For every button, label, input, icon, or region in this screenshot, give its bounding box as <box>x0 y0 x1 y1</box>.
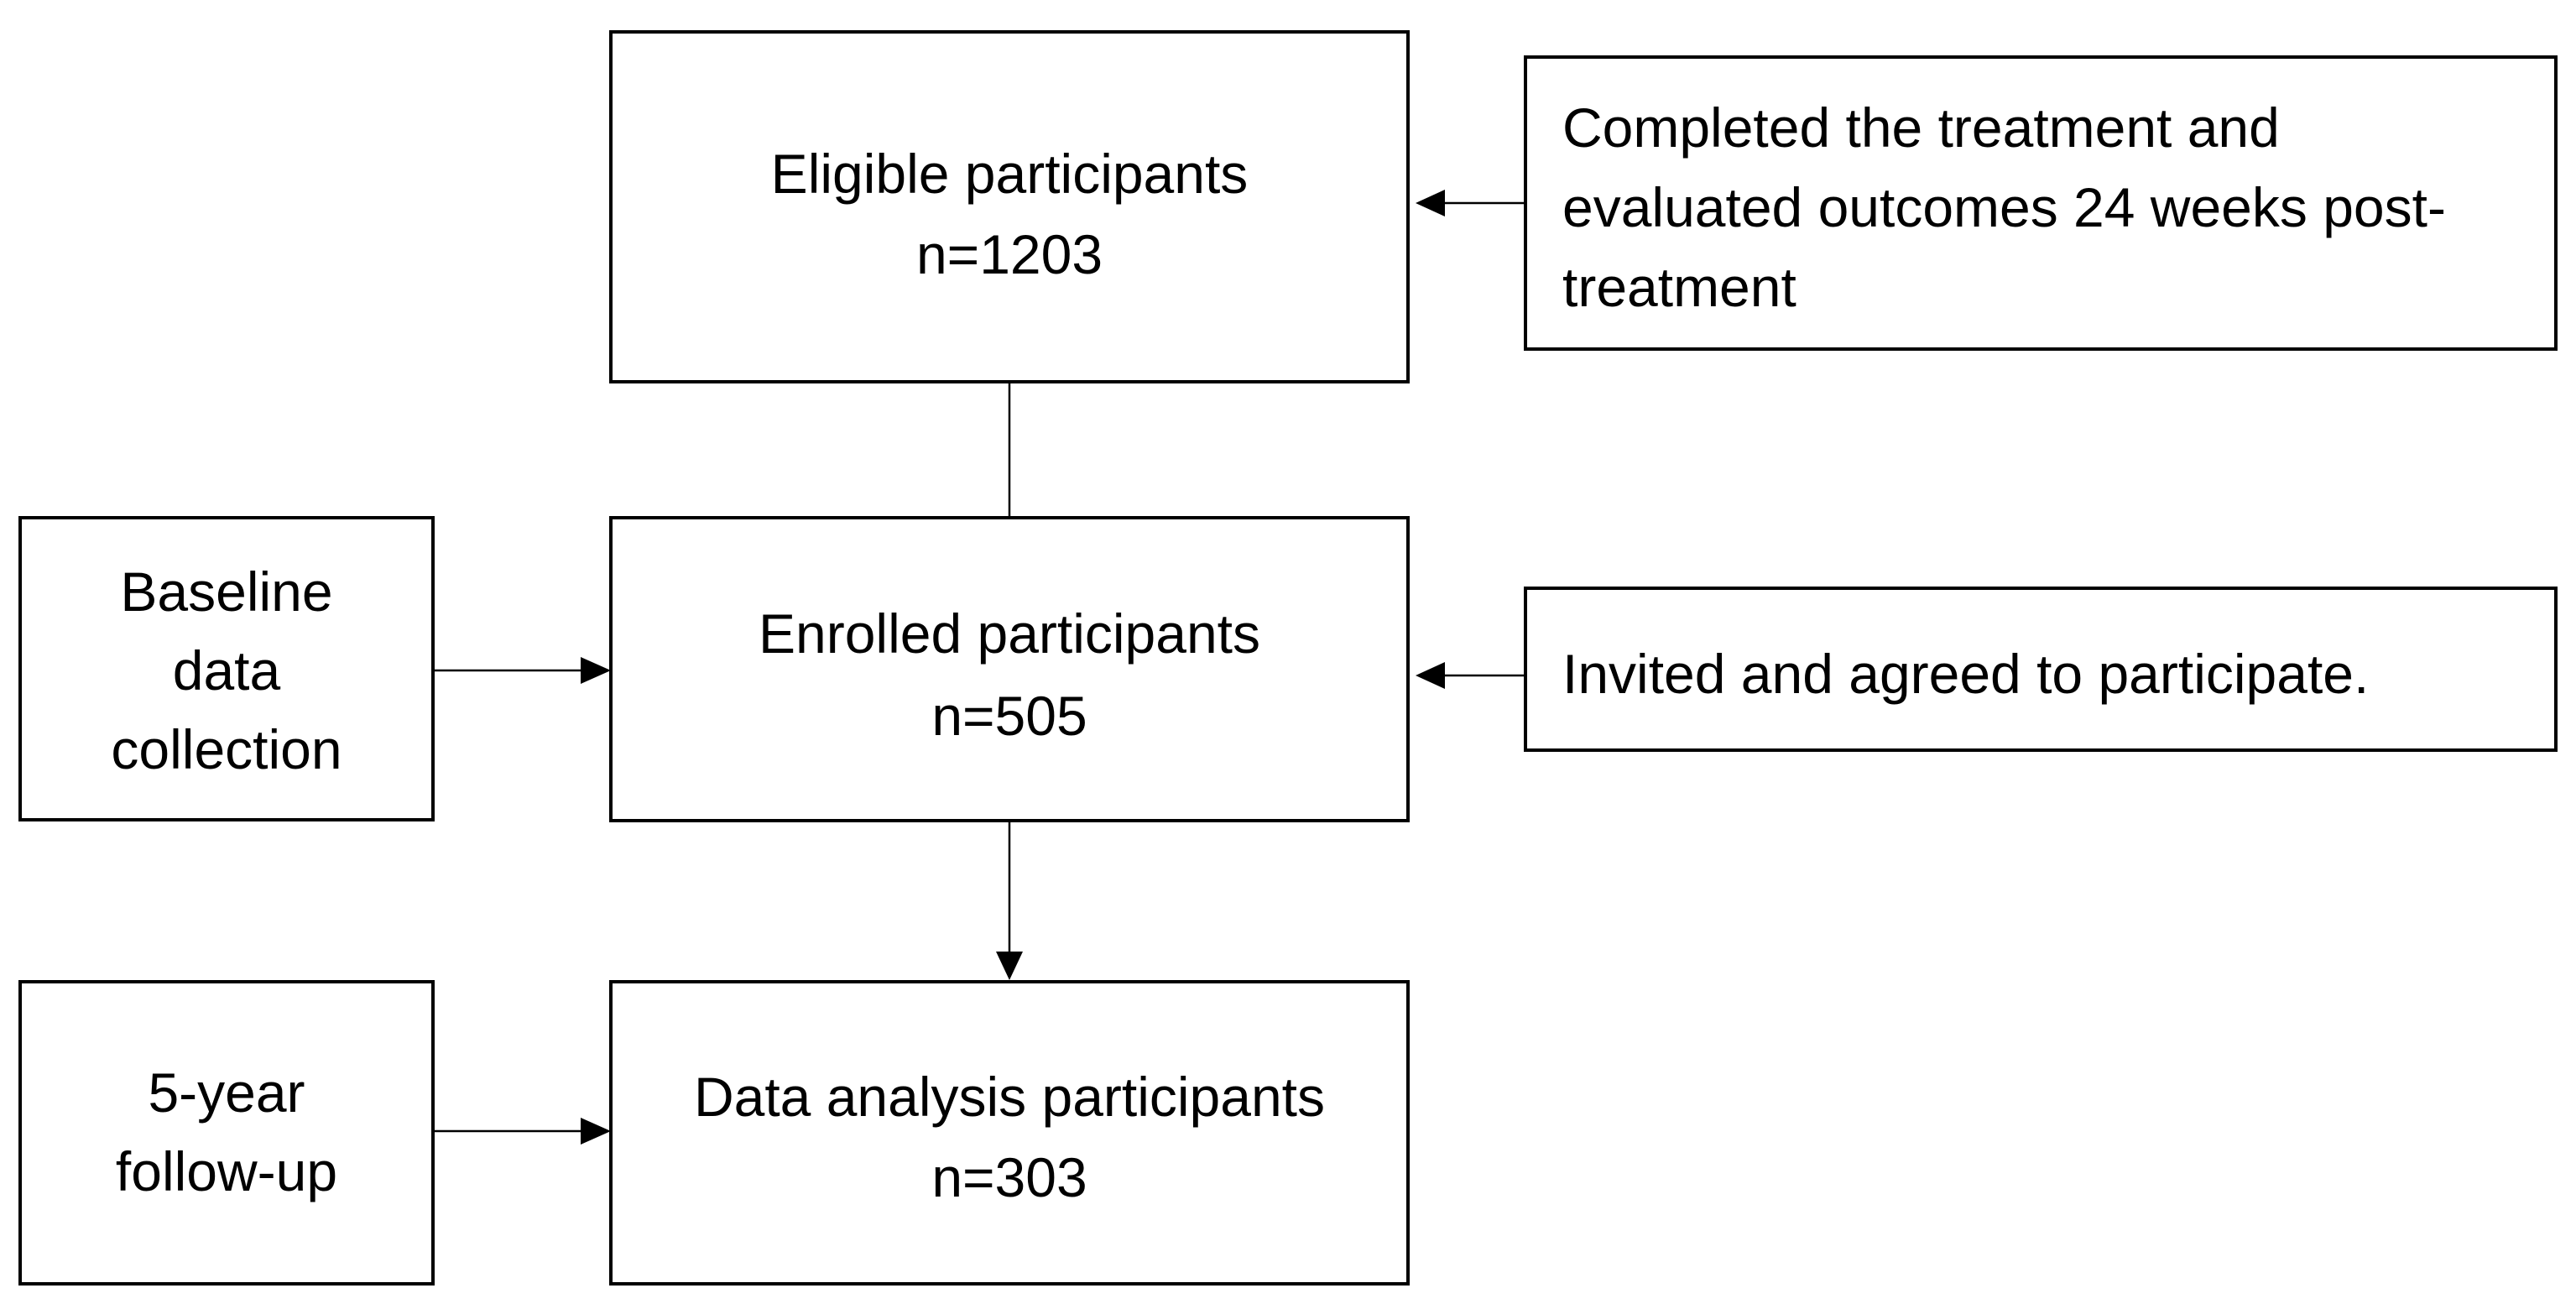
eligible-participants-box: Eligible participants n=1203 <box>609 30 1410 383</box>
eligible-count: n=1203 <box>916 223 1103 285</box>
followup-box-outline <box>18 980 435 1286</box>
invited-to-enrolled-arrowhead <box>1416 662 1445 689</box>
baseline-line-2: data <box>173 639 281 701</box>
baseline-line-1: Baseline <box>120 561 332 623</box>
enrolled-participants-box: Enrolled participants n=505 <box>609 516 1410 822</box>
completed-box-outline <box>1524 55 2558 351</box>
enrolled-title: Enrolled participants <box>759 602 1260 665</box>
completed-treatment-box: Completed the treatment and evaluated ou… <box>1524 55 2558 351</box>
analysis-box-outline <box>609 980 1410 1286</box>
baseline-data-collection-box: Baseline data collection <box>18 516 435 821</box>
followup-line-2: follow-up <box>116 1140 337 1202</box>
invited-box-outline <box>1524 587 2558 752</box>
completed-line-1: Completed the treatment and <box>1562 96 2280 159</box>
completed-to-eligible-arrowhead <box>1416 190 1445 216</box>
completed-line-3: treatment <box>1562 256 1796 318</box>
eligible-title: Eligible participants <box>771 143 1249 205</box>
baseline-to-enrolled-arrowhead <box>581 657 611 684</box>
analysis-title: Data analysis participants <box>694 1066 1325 1128</box>
enrolled-box-outline <box>609 516 1410 822</box>
followup-box: 5-year follow-up <box>18 980 435 1286</box>
followup-line-1: 5-year <box>148 1061 305 1124</box>
baseline-line-3: collection <box>111 718 342 780</box>
analysis-count: n=303 <box>931 1146 1087 1208</box>
completed-line-2: evaluated outcomes 24 weeks post- <box>1562 176 2446 238</box>
invited-text: Invited and agreed to participate. <box>1562 643 2369 705</box>
data-analysis-participants-box: Data analysis participants n=303 <box>609 980 1410 1286</box>
eligible-box-outline <box>609 30 1410 383</box>
followup-to-analysis-arrowhead <box>581 1118 611 1145</box>
connectors <box>433 190 1525 1145</box>
baseline-box-outline <box>18 516 435 821</box>
enrolled-to-analysis-arrowhead <box>996 952 1023 980</box>
invited-agreed-box: Invited and agreed to participate. <box>1524 587 2558 752</box>
enrolled-count: n=505 <box>931 685 1087 747</box>
